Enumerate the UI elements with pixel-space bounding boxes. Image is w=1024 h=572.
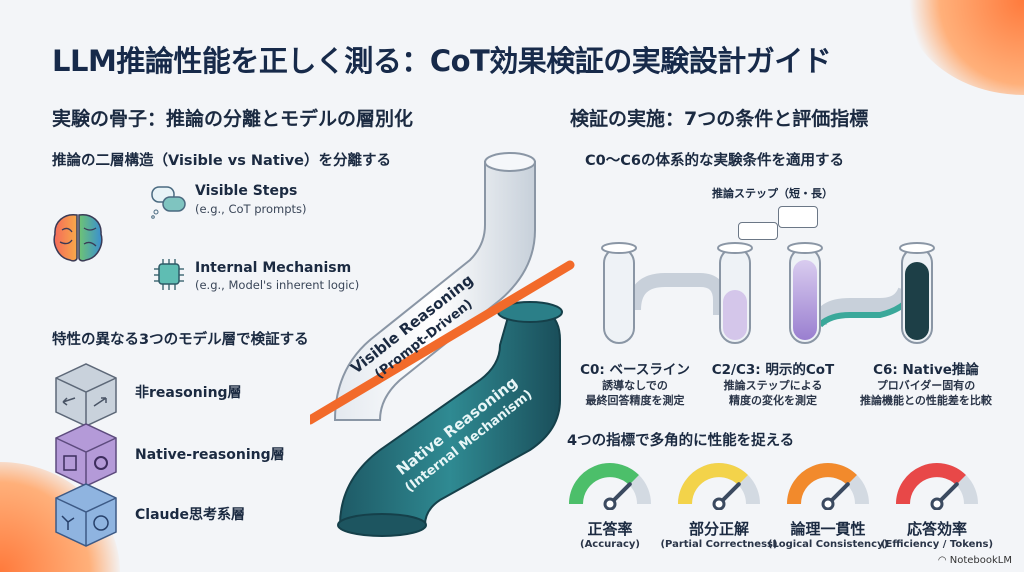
metric-name: 論理一貫性 <box>790 520 866 538</box>
metric-name-en: (Accuracy) <box>580 539 640 550</box>
gauge-icon <box>569 463 651 511</box>
metrics-heading: 4つの指標で多角的に性能を捉える <box>567 433 795 449</box>
step-bubble-long <box>778 206 818 228</box>
cube-non-reasoning <box>55 363 117 427</box>
layer-label-native-reasoning: Native-reasoning層 <box>135 447 285 463</box>
cube-native-reasoning <box>55 423 117 487</box>
metrics-gauges: 正答率 (Accuracy) 部分正解 (Partial Correctness… <box>560 458 993 550</box>
internal-mechanism-title: Internal Mechanism <box>195 260 352 276</box>
internal-mechanism-sub: (e.g., Model's inherent logic) <box>195 278 360 292</box>
separator-line <box>310 260 575 425</box>
brain-icon <box>53 214 103 262</box>
chat-bubbles-icon <box>151 186 186 219</box>
chip-icon <box>154 259 184 290</box>
step-bubble-short <box>738 222 778 240</box>
visible-pipe <box>333 161 536 421</box>
layer-label-claude-thinking: Claude思考系層 <box>135 507 246 523</box>
structure-heading: 推論の二層構造（Visible vs Native）を分離する <box>52 153 392 169</box>
footer-text: NotebookLM <box>949 555 1012 566</box>
steps-bubble-label: 推論ステップ（短・長） <box>712 187 833 200</box>
gauge-metric: 論理一貫性 (Logical Consistency) <box>768 458 888 550</box>
test-tubes-diagram <box>601 242 935 344</box>
condition-c0: C0: ベースライン 誘導なしでの 最終回答精度を測定 <box>545 358 725 409</box>
condition-c2-c3: C2/C3: 明示的CoT 推論ステップによる 精度の変化を測定 <box>683 358 863 409</box>
layers-heading: 特性の異なる3つのモデル層で検証する <box>52 332 309 348</box>
model-layers-cubes <box>55 363 117 547</box>
condition-desc: プロバイダー固有の <box>876 379 976 392</box>
condition-desc: 精度の変化を測定 <box>729 394 817 408</box>
cube-claude-thinking <box>55 483 117 547</box>
page-title: LLM推論性能を正しく測る：CoT効果検証の実験設計ガイド <box>52 44 832 78</box>
tube-c2-c3 <box>717 242 753 344</box>
metric-name: 部分正解 <box>688 520 749 538</box>
tube-c6 <box>899 242 935 344</box>
condition-title: C6: Native推論 <box>873 362 979 378</box>
gauge-icon <box>787 463 869 511</box>
condition-desc: 推論ステップによる <box>723 379 823 392</box>
native-pipe <box>338 307 561 526</box>
condition-desc: 推論機能との性能差を比較 <box>860 394 992 408</box>
metric-name-en: (Partial Correctness) <box>660 539 778 550</box>
gauge-metric: 正答率 (Accuracy) <box>560 458 660 550</box>
condition-desc: 最終回答精度を測定 <box>585 394 685 408</box>
visible-steps-title: Visible Steps <box>195 183 298 199</box>
gauge-metric: 応答効率 (Efficiency / Tokens) <box>881 458 993 550</box>
gauge-icon <box>896 463 978 511</box>
tube-cot-mid <box>787 242 823 344</box>
right-heading: 検証の実施：7つの条件と評価指標 <box>570 108 869 130</box>
condition-c6: C6: Native推論 プロバイダー固有の 推論機能との性能差を比較 <box>836 358 1016 409</box>
footer-brand: ◠ NotebookLM <box>937 555 1012 566</box>
metric-name: 応答効率 <box>906 520 967 538</box>
gauge-icon <box>678 463 760 511</box>
reasoning-pipe-diagram: Visible Reasoning (Prompt-Driven) Native… <box>310 152 575 537</box>
metric-name-en: (Efficiency / Tokens) <box>880 539 994 550</box>
conditions-heading: C0～C6の体系的な実験条件を適用する <box>585 153 844 169</box>
condition-desc: 誘導なしでの <box>602 379 668 392</box>
tube-c0 <box>601 242 637 344</box>
left-heading: 実験の骨子：推論の分離とモデルの層別化 <box>52 108 414 130</box>
gauge-metric: 部分正解 (Partial Correctness) <box>660 458 778 550</box>
condition-title: C0: ベースライン <box>580 362 690 378</box>
metric-name-en: (Logical Consistency) <box>767 539 889 550</box>
layer-label-non-reasoning: 非reasoning層 <box>135 385 242 401</box>
visible-steps-sub: (e.g., CoT prompts) <box>195 202 307 216</box>
condition-title: C2/C3: 明示的CoT <box>711 362 835 378</box>
metric-name: 正答率 <box>587 520 633 538</box>
decor-blob <box>904 0 1024 95</box>
